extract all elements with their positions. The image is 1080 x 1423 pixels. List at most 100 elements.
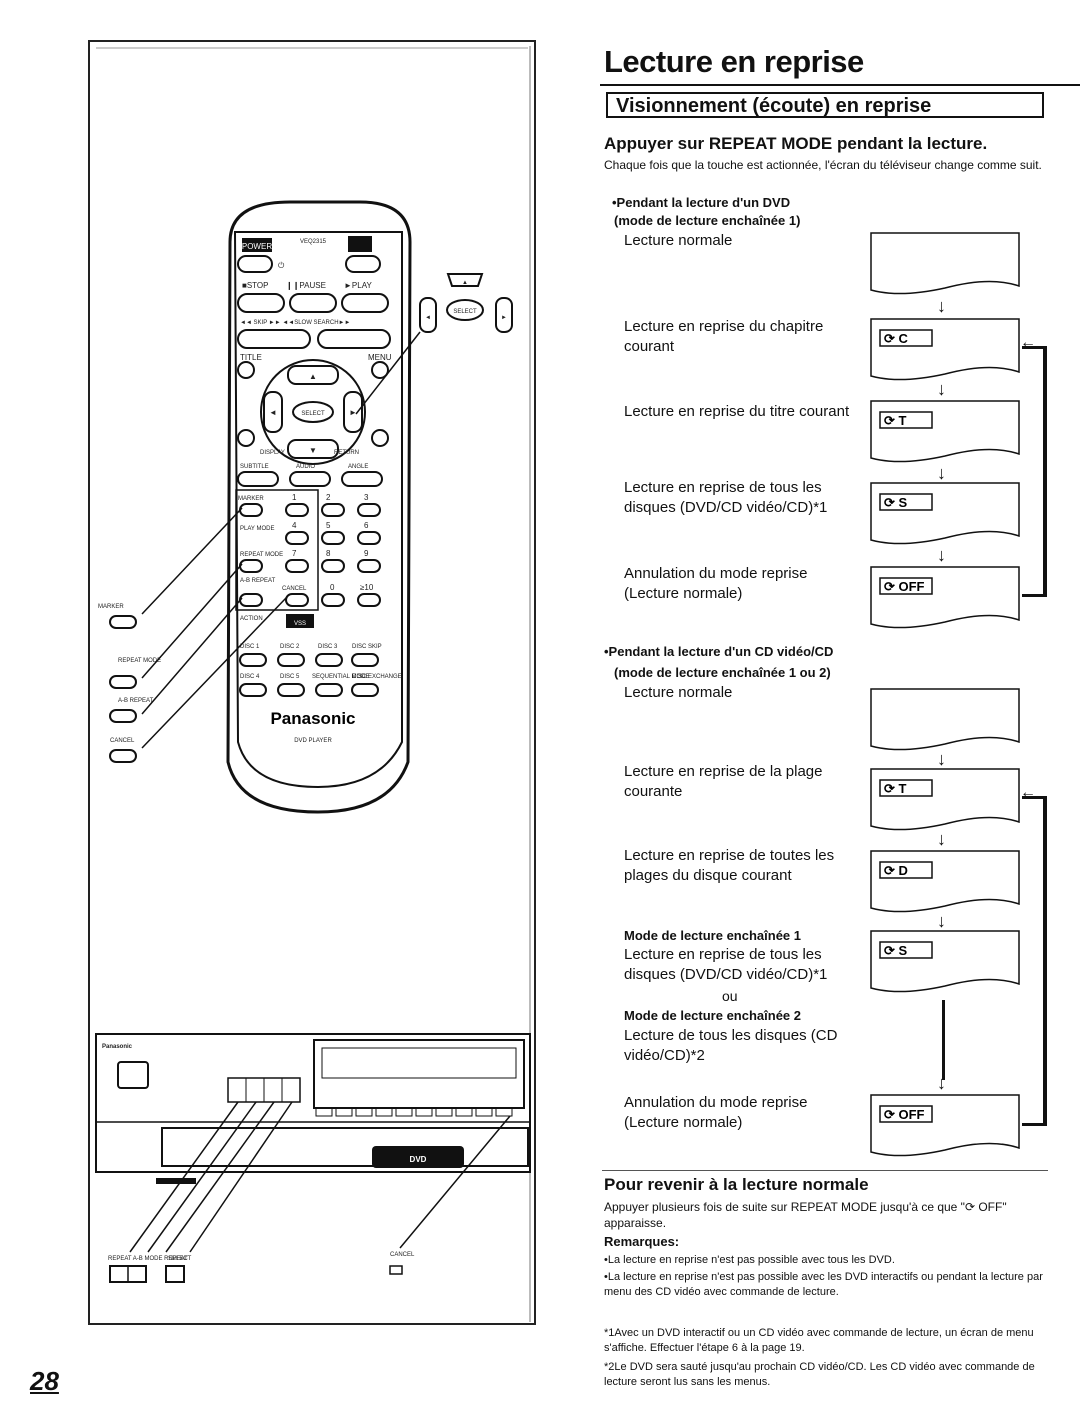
remarks-title: Remarques: <box>604 1234 680 1249</box>
callout-repeat-mode: REPEAT MODE <box>118 658 161 664</box>
vcd-cancel-label: Annulation du mode reprise (Lecture norm… <box>624 1094 808 1131</box>
down-arrow-icon: ↓ <box>937 829 946 849</box>
title-rule <box>600 84 1080 86</box>
svg-text:9: 9 <box>364 549 369 558</box>
vcd-step-label: Lecture en reprise de toutes les plages … <box>624 847 835 884</box>
display-label: DISPLAY <box>260 450 285 456</box>
svg-text:A-B REPEAT: A-B REPEAT <box>240 578 276 584</box>
remote-brand: Panasonic <box>270 709 355 728</box>
callout-select: SELECT <box>168 1256 192 1262</box>
svg-text:DISC EXCHANGE: DISC EXCHANGE <box>352 674 402 680</box>
power-button <box>237 255 273 273</box>
player-brand: Panasonic <box>102 1044 133 1050</box>
return-label: RETURN <box>334 450 359 456</box>
svg-text:DISC 5: DISC 5 <box>280 674 300 680</box>
svg-text:DISC 4: DISC 4 <box>240 674 260 680</box>
svg-text:7: 7 <box>292 549 297 558</box>
svg-text:3: 3 <box>364 493 369 502</box>
remark-item: *1Avec un DVD interactif ou un CD vidéo … <box>604 1327 1034 1354</box>
svg-text:DISC SKIP: DISC SKIP <box>352 644 382 650</box>
tv-screen <box>870 688 1020 751</box>
svg-text:MARKER: MARKER <box>238 496 264 502</box>
tv-screen: ⟳ S <box>870 482 1020 545</box>
osd-text: ⟳ T <box>884 413 907 428</box>
svg-text:4: 4 <box>292 521 297 530</box>
dvd-step-label: Lecture en reprise du titre courant <box>624 403 850 420</box>
page-number: 28 <box>30 1366 59 1396</box>
down-arrow-icon: ↓ <box>937 1073 946 1093</box>
instruction-text: Chaque fois que la touche est actionnée,… <box>604 158 1042 172</box>
vcd-subheading: (mode de lecture enchaînée 1 ou 2) <box>614 665 831 680</box>
svg-text:▲: ▲ <box>309 372 317 381</box>
tv-screen: ⟳ OFF <box>870 566 1020 629</box>
section-title: Visionnement (écoute) en reprise <box>616 95 932 117</box>
osd-text: ⟳ OFF <box>884 579 925 594</box>
down-arrow-icon: ↓ <box>937 463 946 483</box>
menu-label: MENU <box>368 353 392 362</box>
svg-text:►: ► <box>501 315 507 321</box>
svg-text:SEQUENTIAL MODE: SEQUENTIAL MODE <box>312 674 369 680</box>
skip-search-labels: ◄◄ SKIP ►► ◄◄SLOW SEARCH►► <box>240 320 350 326</box>
remark-item: •La lecture en reprise n'est pas possibl… <box>604 1254 895 1266</box>
dvd-logo: DVD <box>410 1155 427 1164</box>
svg-text:≥10: ≥10 <box>360 583 374 592</box>
dvd-step-label: Lecture normale <box>624 232 733 249</box>
dvd-step-label: Lecture en reprise du chapitre courant <box>624 318 824 355</box>
callout-ab-repeat: A-B REPEAT <box>118 698 154 704</box>
svg-text:VSS: VSS <box>294 621 306 627</box>
power-label: POWER <box>242 242 272 251</box>
vcd-step-label: Lecture normale <box>624 684 733 701</box>
osd-text: ⟳ OFF <box>884 1107 925 1122</box>
callout-marker: MARKER <box>98 604 124 610</box>
instruction-heading: Appuyer sur REPEAT MODE pendant la lectu… <box>604 134 988 153</box>
osd-text: ⟳ T <box>884 781 907 796</box>
tv-screen: ⟳ OFF <box>870 1094 1020 1157</box>
tv-screen: ⟳ T <box>870 768 1020 831</box>
svg-text:CANCEL: CANCEL <box>282 586 307 592</box>
svg-text:▲: ▲ <box>462 280 468 286</box>
down-arrow-icon: ↓ <box>937 296 946 316</box>
remote-model: VEQ2315 <box>300 239 327 245</box>
open-close-label-box <box>348 236 372 252</box>
left-arrow-icon: ← <box>1020 334 1036 351</box>
svg-text:0: 0 <box>330 583 335 592</box>
play-label: ►PLAY <box>344 281 372 290</box>
svg-text:►: ► <box>349 408 357 417</box>
mode1-title: Mode de lecture enchaînée 1 <box>624 928 802 943</box>
dvd-step-label: Lecture en reprise de tous les disques (… <box>624 479 828 516</box>
tv-screen: ⟳ S <box>870 930 1020 993</box>
or-text: ou <box>722 988 738 1004</box>
osd-text: ⟳ C <box>884 331 909 346</box>
svg-text:ACTION: ACTION <box>240 616 263 622</box>
svg-text:DISC 1: DISC 1 <box>240 644 260 650</box>
remote-product: DVD PLAYER <box>294 738 332 744</box>
svg-text:SUBTITLE: SUBTITLE <box>240 464 269 470</box>
section-box <box>606 92 1044 118</box>
left-arrow-icon: ← <box>1020 784 1036 801</box>
svg-text:◄: ◄ <box>425 315 431 321</box>
stop-label: ■STOP <box>242 281 268 290</box>
remote-and-player-illustration: POWER VEQ2315 ⏻ ■STOP ❙❙PAUSE ►PLAY ◄◄ S… <box>88 40 536 1325</box>
illustration-svg: POWER VEQ2315 ⏻ ■STOP ❙❙PAUSE ►PLAY ◄◄ S… <box>95 46 531 1322</box>
down-arrow-icon: ↓ <box>937 749 946 769</box>
tv-screen <box>870 232 1020 295</box>
svg-text:DISC 2: DISC 2 <box>280 644 300 650</box>
down-arrow-icon: ↓ <box>937 545 946 565</box>
svg-text:ANGLE: ANGLE <box>348 464 368 470</box>
remark-item: *2Le DVD sera sauté jusqu'au prochain CD… <box>604 1361 1035 1388</box>
svg-text:DISC 3: DISC 3 <box>318 644 338 650</box>
callout-repeat-ab-mode: REPEAT A-B MODE REPEAT <box>108 1256 188 1262</box>
osd-text: ⟳ D <box>884 863 908 878</box>
vcd-heading: •Pendant la lecture d'un CD vidéo/CD <box>604 644 834 659</box>
osd-text: ⟳ S <box>884 495 908 510</box>
tv-screen: ⟳ C <box>870 318 1020 381</box>
page-title: Lecture en reprise <box>604 44 864 79</box>
down-arrow-icon: ↓ <box>937 379 946 399</box>
svg-text:▼: ▼ <box>309 446 317 455</box>
pause-label: ❙❙PAUSE <box>286 281 326 290</box>
callout-cancel: CANCEL <box>110 738 135 744</box>
svg-text:◄: ◄ <box>269 408 277 417</box>
title-label: TITLE <box>240 353 262 362</box>
callout-cancel-panel: CANCEL <box>390 1252 415 1258</box>
dvd-step-label: Annulation du mode reprise (Lecture norm… <box>624 565 808 602</box>
